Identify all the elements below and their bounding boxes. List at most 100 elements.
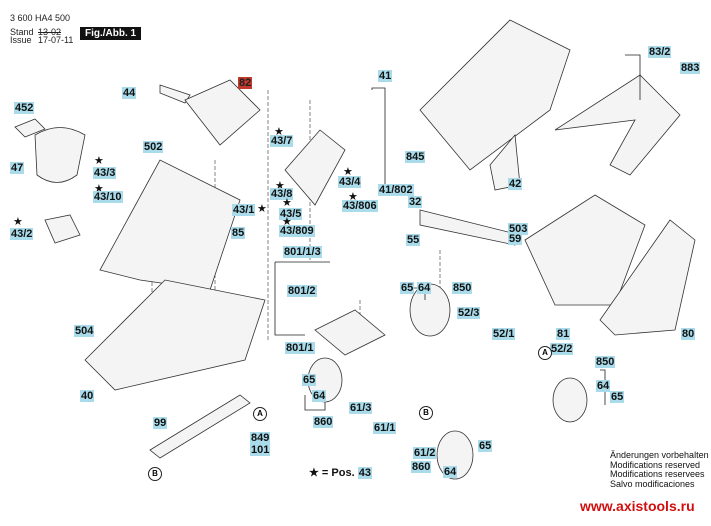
note-line: Modifications reservees (610, 469, 705, 479)
callout-a: A (538, 346, 552, 360)
part-label[interactable]: 883 (680, 62, 701, 74)
part-label[interactable]: 81 (556, 328, 571, 340)
part-label[interactable]: 101 (250, 444, 271, 456)
part-label[interactable]: 43/7 (270, 135, 294, 147)
star-icon: ★ (94, 183, 104, 195)
part-label[interactable]: 801/1 (285, 342, 315, 354)
part-label[interactable]: 52/2 (550, 343, 574, 355)
modification-notes: Änderungen vorbehalten Modifications res… (610, 450, 709, 489)
star-legend: ★ = Pos. 43 (309, 466, 372, 479)
part-label[interactable]: 850 (452, 282, 473, 294)
part-label[interactable]: 55 (406, 234, 421, 246)
part-label[interactable]: 61/3 (349, 402, 373, 414)
height-lever-849 (149, 394, 251, 459)
star-icon: ★ (94, 155, 104, 167)
grass-box-cover-80 (599, 219, 696, 336)
part-label[interactable]: 44 (122, 87, 137, 99)
part-label[interactable]: 32 (408, 196, 423, 208)
note-line: Änderungen vorbehalten (610, 450, 709, 460)
star-legend-text: ★ = Pos. (309, 467, 355, 479)
part-label[interactable]: 43/809 (279, 225, 315, 237)
part-label[interactable]: 85 (231, 227, 246, 239)
leader-lines (274, 54, 641, 411)
part-label[interactable]: 64 (417, 282, 432, 294)
callout-b: B (419, 406, 433, 420)
star-icon: ★ (274, 126, 284, 138)
stand-date: 13-02 (38, 27, 62, 37)
star-icon: ★ (282, 197, 292, 209)
part-label[interactable]: 801/1/3 (283, 246, 322, 258)
part-label[interactable]: 43/10 (93, 191, 123, 203)
upper-housing-43-1 (99, 159, 241, 291)
part-label[interactable]: 860 (313, 416, 334, 428)
star-icon: ★ (257, 203, 267, 215)
star-icon: ★ (348, 191, 358, 203)
lid-82 (184, 79, 261, 146)
part-label[interactable]: 61/1 (373, 422, 397, 434)
stand-label: Stand (10, 27, 34, 37)
star-icon: ★ (13, 216, 23, 228)
part-label[interactable]: 83/2 (648, 46, 672, 58)
part-label[interactable]: 43/2 (10, 228, 34, 240)
part-label[interactable]: 64 (443, 466, 458, 478)
part-label[interactable]: 64 (312, 390, 327, 402)
part-label[interactable]: 850 (595, 356, 616, 368)
note-line: Modifications reserved (610, 459, 701, 470)
part-label-highlighted[interactable]: 82 (238, 77, 253, 89)
star-icon: ★ (282, 216, 292, 228)
part-label[interactable]: 47 (10, 162, 25, 174)
part-label[interactable]: 849 (250, 432, 271, 444)
part-label[interactable]: 52/1 (492, 328, 516, 340)
star-legend-pos: 43 (357, 467, 372, 479)
part-label[interactable]: 43/5 (279, 208, 303, 220)
part-label[interactable]: 99 (153, 417, 168, 429)
issue-label: Issue (10, 35, 32, 45)
part-label[interactable]: 43/4 (338, 176, 362, 188)
part-shapes (14, 19, 696, 459)
part-label[interactable]: 59 (508, 233, 523, 245)
part-label[interactable]: 504 (74, 325, 95, 337)
part-label[interactable]: 43/806 (342, 200, 378, 212)
doc-number: 3 600 HA4 500 (10, 13, 71, 23)
callout-b: B (148, 467, 162, 481)
part-label[interactable]: 52/3 (457, 307, 481, 319)
issue-date: 17-07-11 (38, 35, 74, 45)
handle-grip-44 (159, 84, 191, 104)
blade-55 (419, 209, 521, 246)
switch-housing-43-7 (284, 129, 346, 206)
note-line: Salvo modificaciones (610, 478, 695, 489)
part-label[interactable]: 845 (405, 151, 426, 163)
part-label[interactable]: 43/3 (93, 167, 117, 179)
part-label[interactable]: 801/2 (287, 285, 317, 297)
part-label[interactable]: 43/8 (270, 188, 294, 200)
part-label[interactable]: 41 (378, 70, 393, 82)
part-label[interactable]: 64 (596, 380, 611, 392)
part-label[interactable]: 43/1 (232, 204, 256, 216)
part-label[interactable]: 40 (80, 390, 95, 402)
battery-cover-452 (14, 118, 46, 138)
watermark-url[interactable]: www.axistools.ru (580, 498, 695, 514)
part-label[interactable]: 41/802 (378, 184, 414, 196)
handle-883 (554, 74, 681, 176)
deck-41 (419, 19, 571, 171)
callout-a: A (253, 407, 267, 421)
wheel-850-rear (552, 377, 588, 423)
part-label[interactable]: 80 (681, 328, 696, 340)
part-label[interactable]: 65 (478, 440, 493, 452)
part-label[interactable]: 65 (400, 282, 415, 294)
front-cover-47 (34, 127, 86, 183)
grass-box-81 (524, 194, 646, 306)
part-label[interactable]: 860 (411, 461, 432, 473)
part-label[interactable]: 65 (302, 374, 317, 386)
part-label[interactable]: 452 (14, 102, 35, 114)
star-icon: ★ (343, 166, 353, 178)
clip-43-2 (44, 214, 81, 244)
part-label[interactable]: 61/2 (413, 447, 437, 459)
part-label[interactable]: 503 (508, 223, 529, 235)
chassis-40 (84, 279, 266, 391)
part-label[interactable]: 42 (508, 178, 523, 190)
star-icon: ★ (275, 180, 285, 192)
part-label[interactable]: 502 (143, 141, 164, 153)
part-label[interactable]: 65 (610, 391, 625, 403)
